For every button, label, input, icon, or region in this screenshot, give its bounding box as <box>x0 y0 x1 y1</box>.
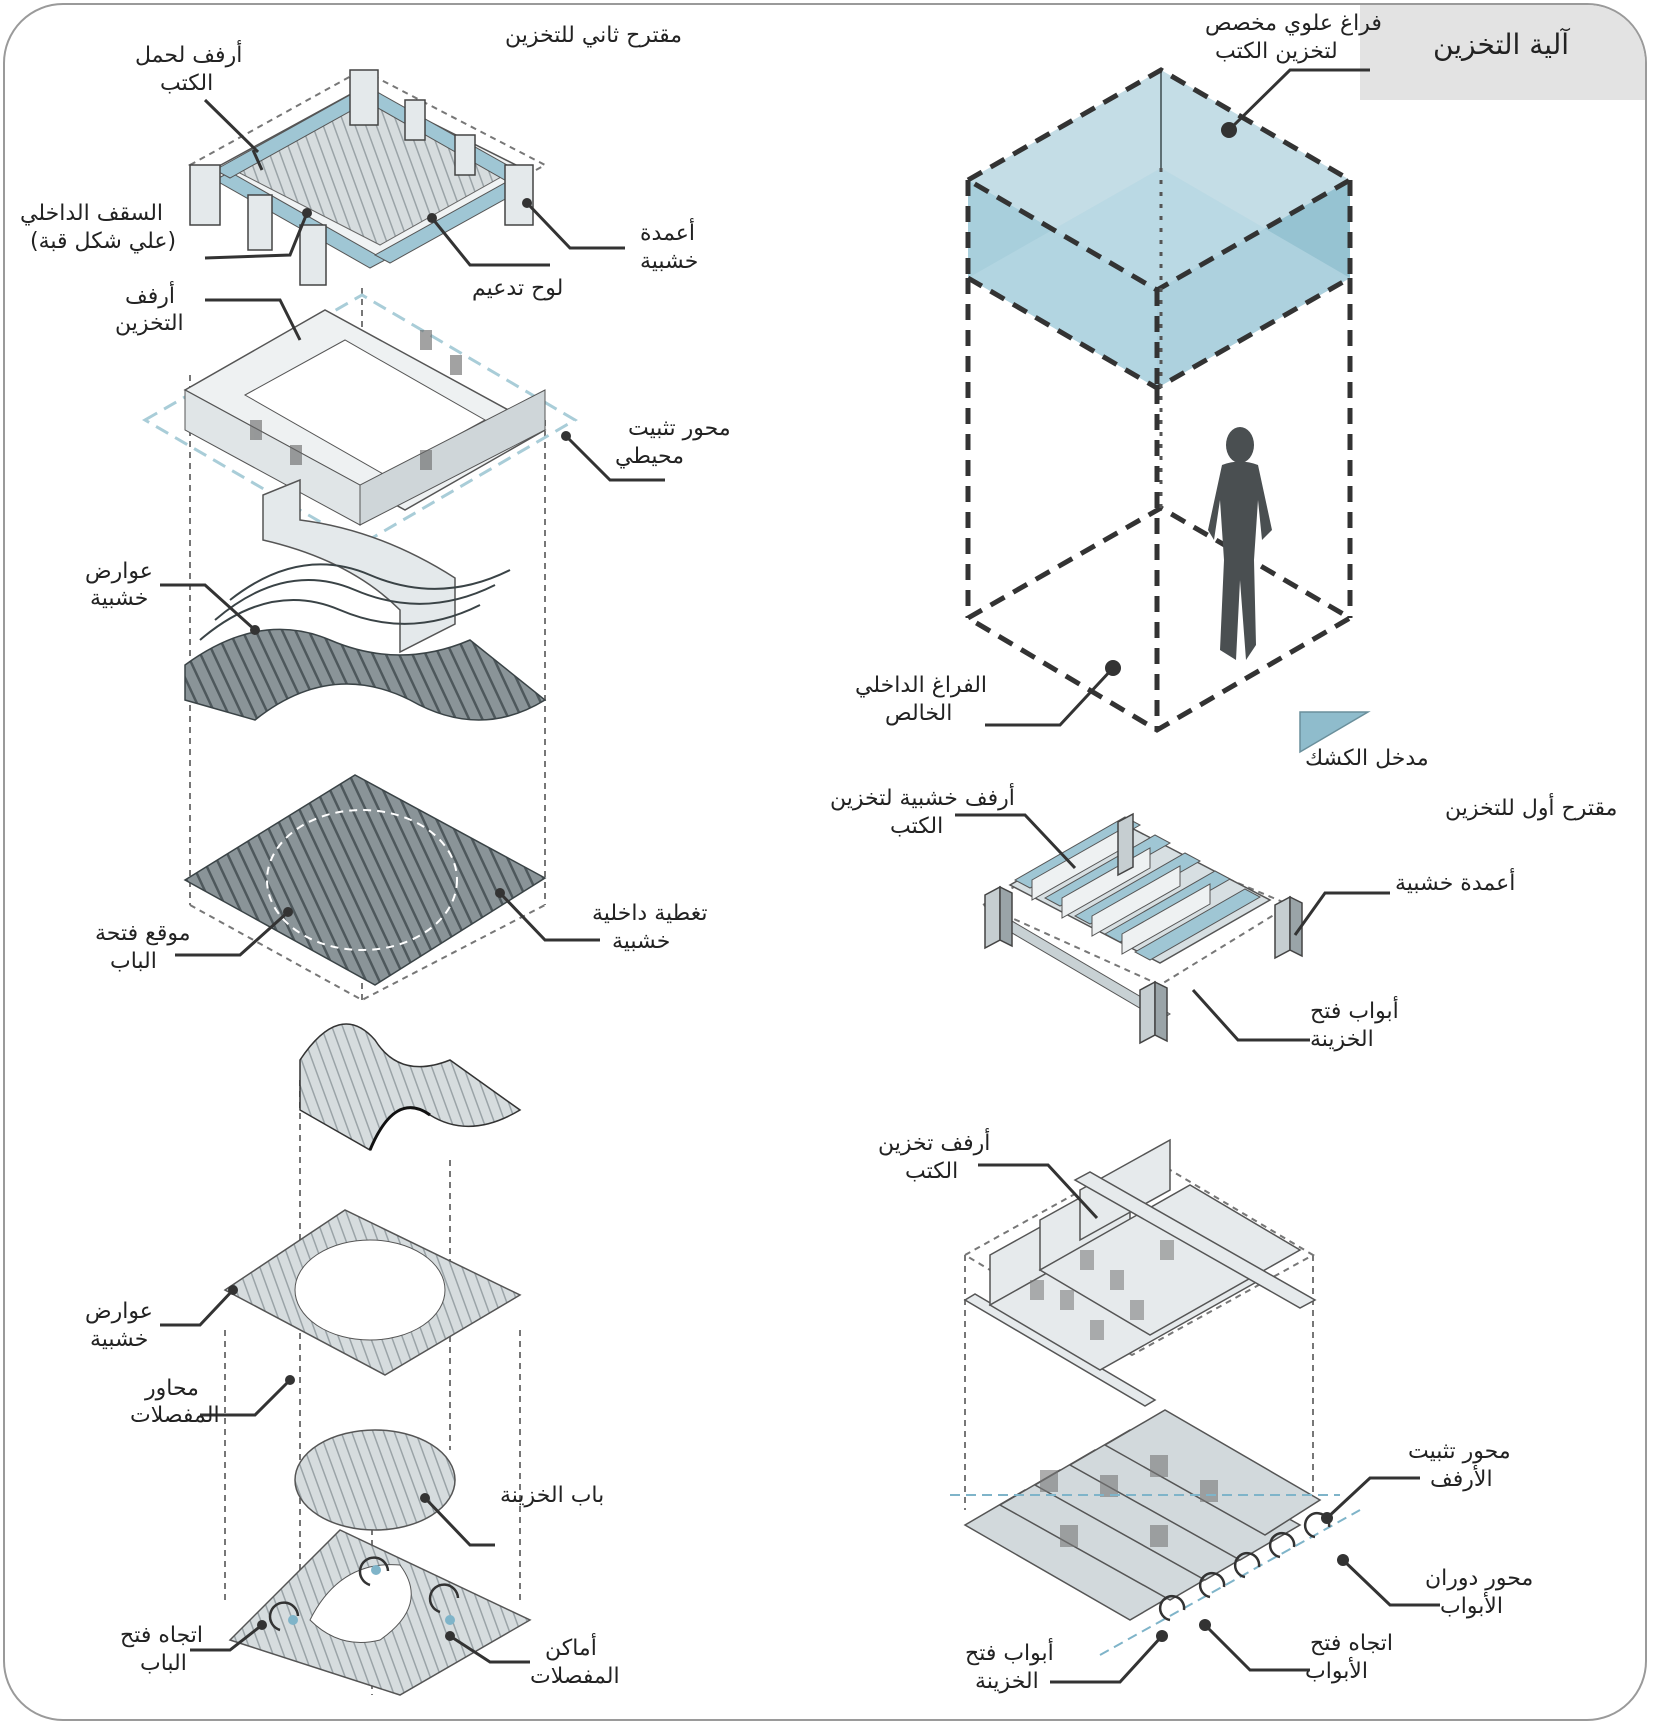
label-door-location-1: موقع فتحة <box>95 921 191 946</box>
label-storage-shelves-2: التخزين <box>115 311 184 336</box>
label-storage-shelves-1: أرفف <box>125 284 176 309</box>
label-shelf-axis-2: الأرفف <box>1430 1467 1493 1492</box>
label-safe-doors-1: أبواب فتح <box>1310 999 1399 1024</box>
label-upper-space-2: لتخزين الكتب <box>1215 39 1338 64</box>
label-doors-direction-1: اتجاه فتح <box>1310 1631 1394 1656</box>
label-door-direction-1: اتجاه فتح <box>120 1623 204 1648</box>
label-wood-columns-2: خشبية <box>640 249 699 274</box>
label-shelf-axis-1: محور تثبيت <box>1408 1439 1511 1464</box>
label-safe-door: باب الخزينة <box>500 1483 605 1508</box>
label-perimeter-axis-2: محيطي <box>615 444 685 469</box>
label-support-board: لوح تدعيم <box>472 276 564 301</box>
label-wood-columns-1: أعمدة <box>640 221 696 246</box>
diagram-frame <box>3 3 1647 1721</box>
label-hinge-places-2: المفصلات <box>530 1664 620 1689</box>
label-safe-doors-b-2: الخزينة <box>975 1669 1039 1694</box>
label-door-location-2: الباب <box>110 949 157 974</box>
person-silhouette <box>1208 427 1272 660</box>
label-wood-beams-1-a: عوارض <box>85 559 153 584</box>
kiosk-entrance-marker <box>1299 711 1371 754</box>
label-hinge-places-1: أماكن <box>545 1636 597 1661</box>
first-proposal-shelf <box>955 812 1390 1045</box>
left-inner-cover <box>175 774 600 986</box>
kiosk-cube <box>965 67 1371 754</box>
label-doors-direction-2: الأبواب <box>1305 1659 1368 1684</box>
label-second-proposal: مقترح ثاني للتخزين <box>505 23 682 48</box>
label-book-shelves-top-1: أرفف لحمل <box>135 43 243 68</box>
title-text: آلية التخزين <box>1432 28 1569 61</box>
label-door-direction-2: الباب <box>140 1651 187 1676</box>
left-top-frame <box>187 68 625 286</box>
exploded-shelf <box>950 1138 1440 1684</box>
label-inner-cover-1: تغطية داخلية <box>592 901 708 926</box>
left-bottom-exploded <box>160 1023 532 1696</box>
label-wood-shelves-1: أرفف خشبية لتخزين <box>830 786 1015 811</box>
label-book-storage-shelves-2: الكتب <box>905 1159 959 1184</box>
label-inner-cover-2: خشبية <box>612 929 671 954</box>
title-box <box>1360 5 1645 100</box>
label-wood-columns-b: أعمدة خشبية <box>1395 871 1516 896</box>
label-inner-space-2: الخالص <box>885 701 953 726</box>
label-perimeter-axis-1: محور تثبيت <box>628 416 731 441</box>
label-wood-beams-2-a: عوارض <box>85 1299 153 1324</box>
label-wood-shelves-2: الكتب <box>890 814 944 839</box>
left-support-board <box>262 478 456 654</box>
label-inner-space-1: الفراغ الداخلي <box>855 673 988 698</box>
left-storage-frame <box>142 293 665 547</box>
label-first-proposal: مقترح أول للتخزين <box>1445 796 1618 821</box>
label-book-shelves-top-2: الكتب <box>160 71 214 96</box>
label-kiosk-entrance: مدخل الكشك <box>1305 746 1429 771</box>
label-wood-beams-2-b: خشبية <box>90 1327 149 1352</box>
label-inner-ceiling-2: (علي شكل قبة) <box>30 229 177 254</box>
label-wood-beams-1-b: خشبية <box>90 586 149 611</box>
left-beams <box>160 563 547 721</box>
label-safe-doors-2: الخزينة <box>1310 1027 1374 1052</box>
label-hinge-axes-1: محاور <box>145 1376 199 1401</box>
label-upper-space-1: فراغ علوي مخصص <box>1205 11 1382 36</box>
label-book-storage-shelves-1: أرفف تخزين <box>878 1131 991 1156</box>
label-inner-ceiling-1: السقف الداخلي <box>20 201 164 226</box>
label-door-rotation-1: محور دوران <box>1425 1566 1534 1591</box>
label-hinge-axes-2: المفصلات <box>130 1403 220 1428</box>
label-safe-doors-b-1: أبواب فتح <box>965 1641 1054 1666</box>
label-door-rotation-2: الأبواب <box>1440 1594 1503 1619</box>
